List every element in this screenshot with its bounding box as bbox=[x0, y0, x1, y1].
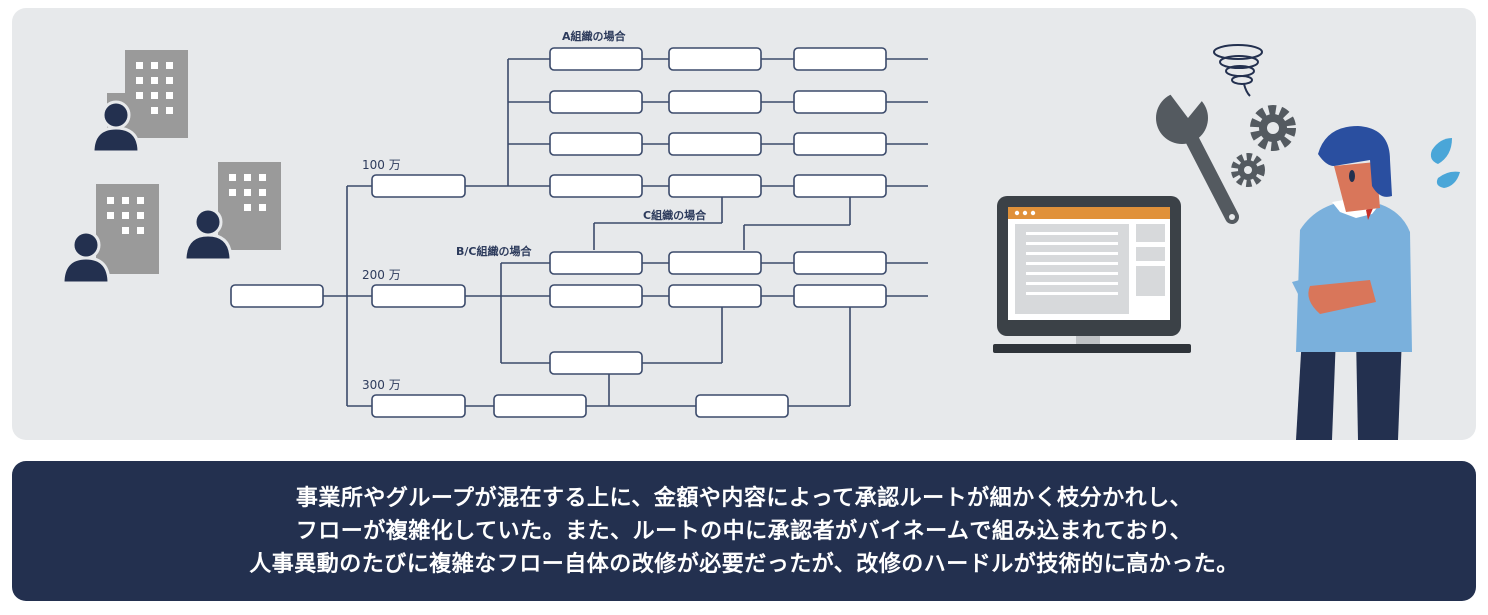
flow-node bbox=[793, 132, 887, 156]
flow-node bbox=[668, 90, 762, 114]
flow-node bbox=[793, 90, 887, 114]
flow-node bbox=[793, 47, 887, 71]
flow-node bbox=[549, 132, 643, 156]
case-label-org-a: A組織の場合 bbox=[562, 29, 627, 43]
flow-node bbox=[549, 47, 643, 71]
building-windows bbox=[107, 62, 266, 234]
flow-node bbox=[695, 394, 789, 418]
flow-node bbox=[371, 174, 466, 198]
flow-nodes bbox=[230, 47, 887, 418]
flow-node-start bbox=[230, 284, 324, 308]
flow-node bbox=[549, 251, 643, 275]
flow-node bbox=[668, 174, 762, 198]
branch-label-200: 200 万 bbox=[362, 268, 401, 282]
case-label-org-c: C組織の場合 bbox=[643, 208, 707, 222]
flow-node bbox=[493, 394, 587, 418]
building-icon bbox=[96, 50, 281, 274]
problem-statement-banner: 事業所やグループが混在する上に、金額や内容によって承認ルートが細かく枝分かれし、… bbox=[12, 461, 1476, 601]
flow-node bbox=[793, 284, 887, 308]
wrench-icon bbox=[1156, 87, 1239, 224]
flow-node bbox=[668, 47, 762, 71]
branch-label-100: 100 万 bbox=[362, 158, 401, 172]
case-label-org-bc: B/C組織の場合 bbox=[456, 244, 532, 258]
dizzy-spiral-icon bbox=[1213, 44, 1263, 97]
caption-line-3: 人事異動のたびに複雑なフロー自体の改修が必要だったが、改修のハードルが技術的に高… bbox=[249, 551, 1239, 577]
flow-node bbox=[549, 90, 643, 114]
person-illustration bbox=[1292, 126, 1412, 440]
flow-node bbox=[793, 251, 887, 275]
flow-node bbox=[668, 132, 762, 156]
flow-node bbox=[549, 284, 643, 308]
flow-node bbox=[549, 174, 643, 198]
flow-connectors bbox=[323, 58, 928, 407]
flow-node bbox=[668, 251, 762, 275]
person-icon bbox=[61, 100, 233, 285]
flow-node bbox=[371, 284, 466, 308]
flow-node bbox=[668, 284, 762, 308]
laptop-icon bbox=[993, 196, 1191, 353]
caption-line-2: フローが複雑化していた。また、ルートの中に承認者がバイネームで組み込まれており、 bbox=[295, 518, 1193, 544]
flow-node bbox=[549, 351, 643, 375]
gear-icon bbox=[1231, 105, 1296, 187]
sweat-drops-icon bbox=[1430, 138, 1460, 188]
flow-node bbox=[793, 174, 887, 198]
flow-node bbox=[371, 394, 466, 418]
caption-line-1: 事業所やグループが混在する上に、金額や内容によって承認ルートが細かく枝分かれし、 bbox=[295, 485, 1193, 511]
branch-label-300: 300 万 bbox=[362, 378, 401, 392]
